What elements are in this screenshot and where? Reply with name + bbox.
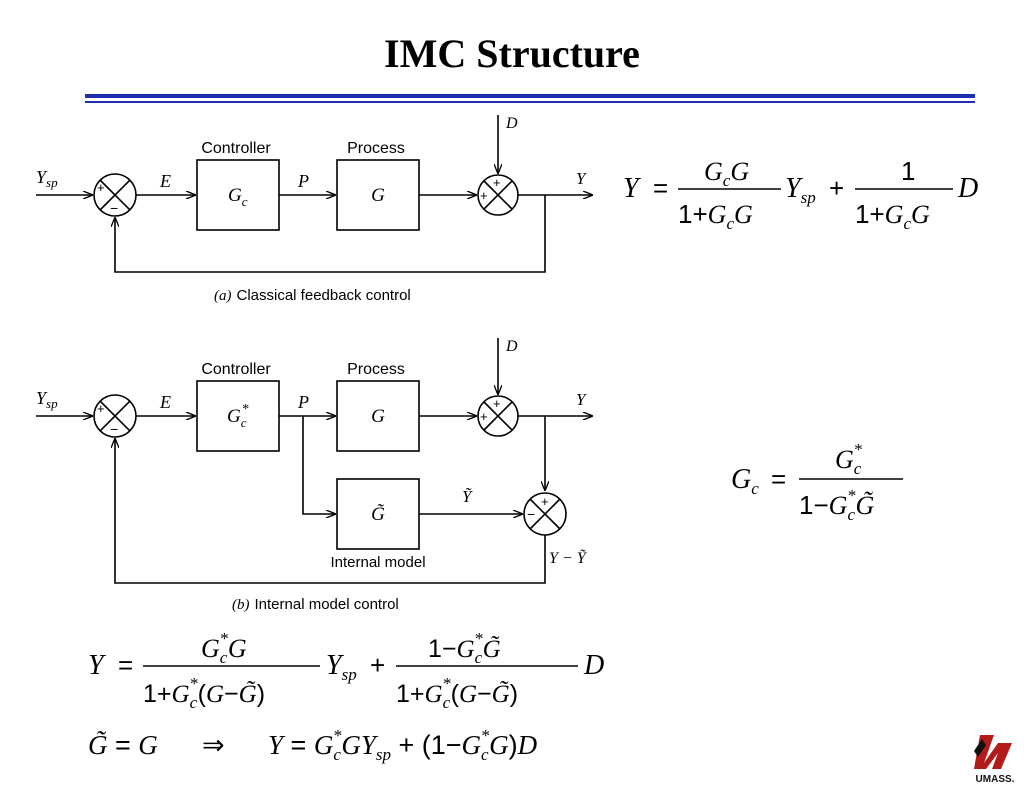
- equation-equivalent-controller: Gc = Gc* 1−Gc*G̃: [731, 440, 903, 524]
- equation-perfect-model: G̃ = G ⇒ Y = Gc*GYsp + (1−Gc*G)D: [88, 726, 538, 764]
- internal-model-control-diagram: Controller Process Gc* G G̃ Internal mod…: [36, 338, 610, 613]
- junction2-plus-left: +: [480, 188, 488, 203]
- output-label: Y: [576, 169, 587, 188]
- process-label-b: Process: [347, 361, 405, 378]
- disturbance-label-b: D: [505, 338, 518, 355]
- feedback-path-b: [115, 439, 546, 584]
- process-block-symbol: G: [371, 185, 385, 206]
- svg-text:=: =: [118, 650, 133, 680]
- controller-label-b: Controller: [201, 361, 271, 378]
- junction2-plus-top: +: [493, 175, 501, 190]
- output-label-b: Y: [576, 390, 587, 409]
- svg-text:=: =: [653, 173, 668, 203]
- feedback-signal-label: Y − Ỹ: [549, 549, 588, 567]
- svg-text:⇒: ⇒: [202, 730, 225, 760]
- svg-text:1−Gc*G̃: 1−Gc*G̃: [799, 486, 874, 524]
- title-rule-thin: [85, 101, 975, 103]
- b-junction3-minus: −: [527, 506, 535, 522]
- svg-text:1: 1: [901, 156, 915, 186]
- b-junction2-plus-left: +: [480, 409, 488, 424]
- controller-label: Controller: [201, 140, 271, 157]
- model-block-symbol: G̃: [371, 504, 385, 525]
- error-label: E: [159, 171, 171, 191]
- svg-text:1+Gc*(G−G̃): 1+Gc*(G−G̃): [396, 674, 518, 712]
- umass-logo: UMASS.: [974, 735, 1015, 785]
- caption-b: (b)Internal model control: [232, 596, 399, 613]
- svg-text:GcG: GcG: [704, 157, 749, 190]
- svg-text:Gc: Gc: [731, 464, 759, 498]
- svg-text:Ysp: Ysp: [785, 173, 816, 207]
- process-label: Process: [347, 140, 405, 157]
- svg-text:D: D: [957, 173, 978, 204]
- svg-text:D: D: [583, 650, 604, 681]
- b-junction3-plus: +: [541, 494, 549, 509]
- manipulated-label: P: [297, 171, 309, 191]
- svg-text:=: =: [771, 464, 786, 494]
- feedback-path: [115, 195, 546, 273]
- svg-text:1−Gc*G̃: 1−Gc*G̃: [428, 629, 501, 667]
- process-block-symbol-b: G: [371, 406, 385, 427]
- title-rule-thick: [85, 94, 975, 98]
- svg-text:Y: Y: [623, 173, 642, 204]
- classical-feedback-diagram: Controller Process Gc G Ysp E P D Y + − …: [36, 115, 610, 304]
- caption-a: (a)Classical feedback control: [214, 287, 411, 304]
- svg-text:Y: Y: [88, 650, 107, 681]
- svg-text:Y = Gc*GYsp + (1−Gc*G)D: Y = Gc*GYsp + (1−Gc*G)D: [268, 726, 538, 764]
- model-input-path: [302, 416, 335, 514]
- junction1-plus: +: [97, 180, 105, 195]
- junction1-minus: −: [110, 200, 118, 216]
- svg-text:+: +: [370, 650, 385, 680]
- svg-text:1+Gc*(G−G̃): 1+Gc*(G−G̃): [143, 674, 265, 712]
- svg-text:1+GcG: 1+GcG: [678, 199, 753, 233]
- svg-text:1+GcG: 1+GcG: [855, 199, 930, 233]
- disturbance-label: D: [505, 115, 518, 132]
- svg-text:G̃ = G: G̃ = G: [88, 730, 158, 760]
- slide-title: IMC Structure: [384, 31, 640, 76]
- svg-text:Ysp: Ysp: [326, 650, 357, 684]
- equation-classical-closed-loop: Y = GcG 1+GcG Ysp + 1 1+GcG D: [623, 156, 978, 233]
- setpoint-label-b: Ysp: [36, 388, 58, 411]
- model-output-label: Ỹ: [462, 487, 473, 506]
- b-junction1-minus: −: [110, 421, 118, 437]
- internal-model-label: Internal model: [330, 554, 425, 571]
- svg-text:Gc*G: Gc*G: [201, 629, 247, 667]
- controller-block-symbol: Gc: [228, 185, 248, 209]
- svg-text:Gc*: Gc*: [835, 440, 862, 478]
- b-junction2-plus-top: +: [493, 396, 501, 411]
- svg-text:+: +: [829, 173, 844, 203]
- error-label-b: E: [159, 392, 171, 412]
- controller-block-symbol-b: Gc*: [227, 402, 249, 430]
- equation-imc-closed-loop: Y = Gc*G 1+Gc*(G−G̃) Ysp + 1−Gc*G̃ 1+Gc*…: [88, 629, 604, 712]
- logo-wordmark: UMASS.: [976, 774, 1015, 785]
- manipulated-label-b: P: [297, 392, 309, 412]
- setpoint-label: Ysp: [36, 167, 58, 190]
- b-junction1-plus: +: [97, 401, 105, 416]
